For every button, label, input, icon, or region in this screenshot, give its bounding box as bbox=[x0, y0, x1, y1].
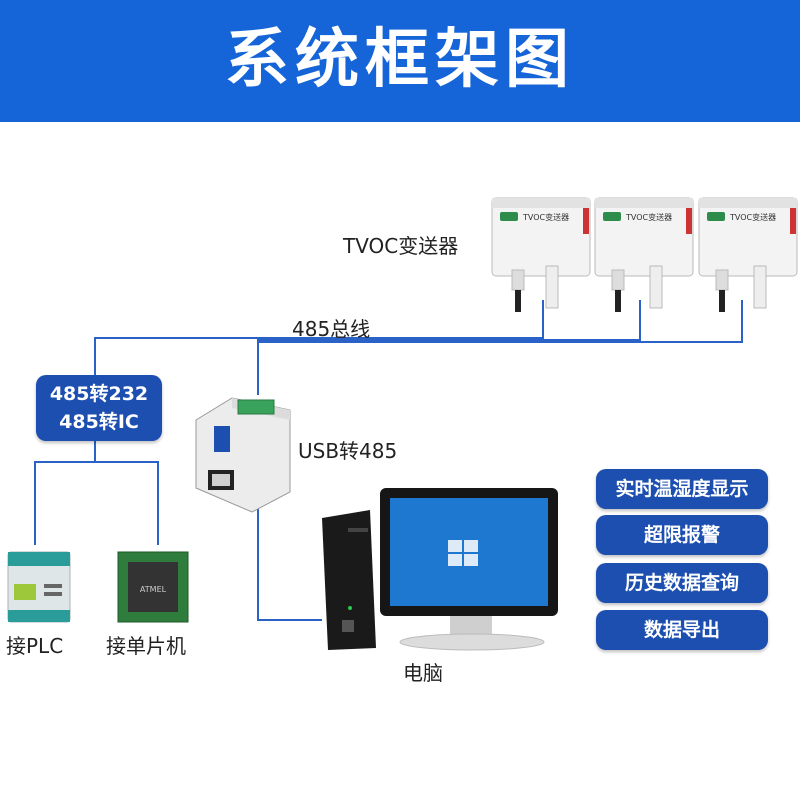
transmitter-2-model: TVOC变送器 bbox=[625, 212, 672, 222]
label-pc: 电脑 bbox=[403, 661, 443, 685]
label-mcu: 接单片机 bbox=[106, 634, 186, 658]
svg-text:ATMEL: ATMEL bbox=[140, 585, 167, 594]
usb-485-converter bbox=[195, 397, 291, 513]
transmitter-3-model: TVOC变送器 bbox=[729, 212, 776, 222]
bus-line-right bbox=[258, 300, 743, 343]
usb-to-pc-wire bbox=[257, 500, 322, 621]
label-usb-485: USB转485 bbox=[298, 439, 398, 463]
pc-monitor bbox=[380, 488, 558, 651]
label-485-bus: 485总线 bbox=[292, 317, 371, 341]
tvoc-transmitter-3: TVOC变送器 bbox=[698, 197, 798, 312]
feature-history-query: 历史数据查询 bbox=[596, 563, 768, 603]
tvoc-transmitter-1: TVOC变送器 bbox=[491, 197, 591, 312]
bus-line-top bbox=[94, 300, 544, 378]
pc-tower bbox=[322, 510, 376, 650]
converter-line-2: 485转IC bbox=[59, 411, 139, 433]
feature-overlimit-alarm: 超限报警 bbox=[596, 515, 768, 555]
header-banner: 系统框架图 bbox=[0, 0, 800, 122]
converter-branch-wire bbox=[34, 461, 159, 545]
bus-wires bbox=[34, 300, 743, 621]
feature-data-export: 数据导出 bbox=[596, 610, 768, 650]
tvoc-transmitter-2: TVOC变送器 bbox=[594, 197, 694, 312]
converter-box: 485转232 485转IC bbox=[36, 375, 162, 441]
feature-realtime-display: 实时温湿度显示 bbox=[596, 469, 768, 509]
mcu-board: ATMEL bbox=[117, 551, 189, 623]
converter-line-1: 485转232 bbox=[49, 383, 149, 405]
plc-device bbox=[7, 551, 71, 623]
bus-line-middle bbox=[258, 300, 641, 341]
label-plc: 接PLC bbox=[6, 634, 64, 658]
page-title: 系统框架图 bbox=[225, 23, 575, 97]
transmitter-1-model: TVOC变送器 bbox=[522, 212, 569, 222]
label-tvoc: TVOC变送器 bbox=[343, 234, 459, 258]
